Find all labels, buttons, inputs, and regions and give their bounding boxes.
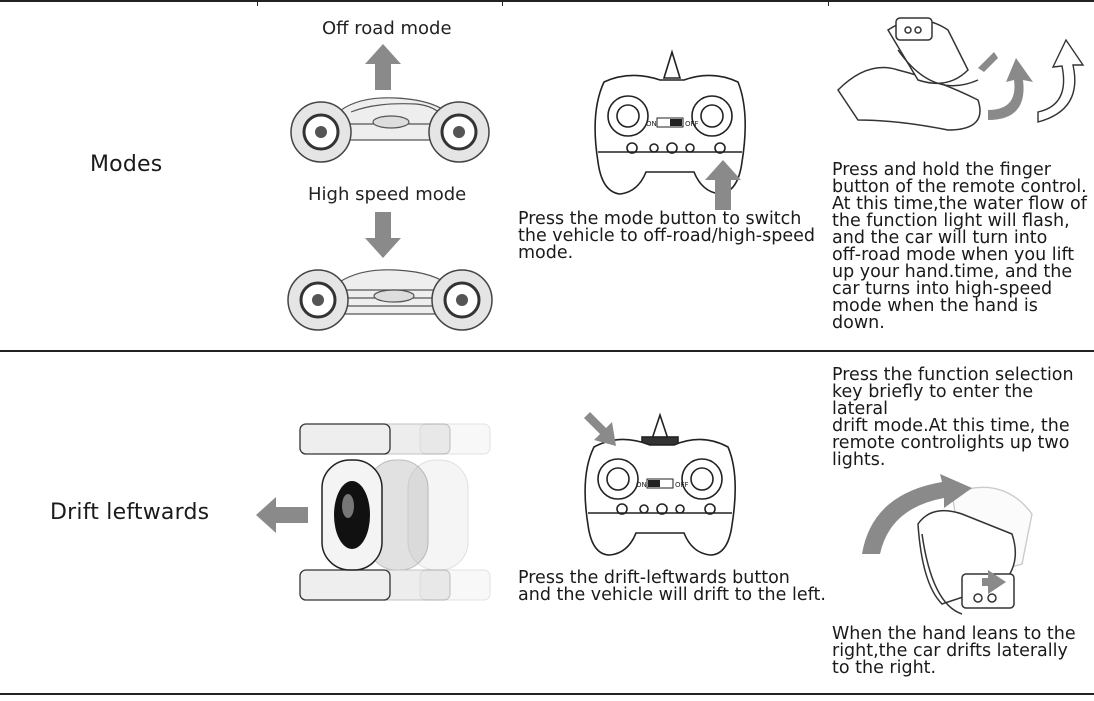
- wheel-icon: [431, 269, 493, 331]
- drifting-car-illustration: [299, 423, 491, 601]
- remote-controller-illustration: ON OFF: [584, 412, 736, 556]
- row-divider: [0, 350, 1094, 352]
- high-speed-car-illustration: [287, 269, 493, 331]
- remote-controller-illustration: ON OFF: [594, 49, 746, 195]
- row-label-drift-leftwards: Drift leftwards: [50, 500, 210, 525]
- pointer-arrow-icon: [982, 570, 1006, 594]
- rotate-arrow-icon: [988, 58, 1033, 120]
- switch-off-label: OFF: [685, 120, 699, 128]
- pointer-arrow-icon: [978, 52, 998, 72]
- pointer-arrow-icon: [705, 160, 741, 210]
- rotate-arrow-icon: [862, 474, 972, 554]
- hand-gesture-illustration: [837, 17, 1085, 131]
- column-divider: [257, 0, 258, 6]
- switch-on-label: ON: [636, 481, 647, 489]
- gesture-description-drift-bottom: When the hand leans to the right,the car…: [832, 624, 1076, 678]
- up-arrow-icon: [365, 44, 401, 90]
- gesture-description-modes: Press and hold the finger button of the …: [832, 160, 1087, 333]
- table-bottom-rule: [0, 693, 1094, 695]
- column-divider: [502, 0, 503, 6]
- gesture-description-drift-top: Press the function selection key briefly…: [832, 365, 1074, 470]
- hand-lean-illustration: [862, 474, 1033, 615]
- down-arrow-icon: [365, 212, 401, 258]
- row-label-modes: Modes: [90, 152, 163, 177]
- table-top-rule: [0, 0, 1094, 2]
- wheel-icon: [290, 101, 352, 163]
- switch-off-label: OFF: [675, 481, 689, 489]
- off-road-mode-caption: Off road mode: [322, 18, 452, 39]
- switch-on-label: ON: [646, 120, 657, 128]
- rotate-arrow-icon: [1037, 38, 1085, 123]
- drift-button-caption: Press the drift-leftwards button and the…: [518, 568, 826, 605]
- wheel-icon: [287, 269, 349, 331]
- high-speed-mode-caption: High speed mode: [308, 184, 467, 205]
- off-road-car-illustration: [290, 97, 490, 163]
- column-divider: [828, 0, 829, 6]
- left-arrow-icon: [256, 497, 308, 533]
- pointer-arrow-icon: [584, 412, 616, 446]
- wheel-icon: [428, 101, 490, 163]
- mode-button-caption: Press the mode button to switch the vehi…: [518, 209, 815, 263]
